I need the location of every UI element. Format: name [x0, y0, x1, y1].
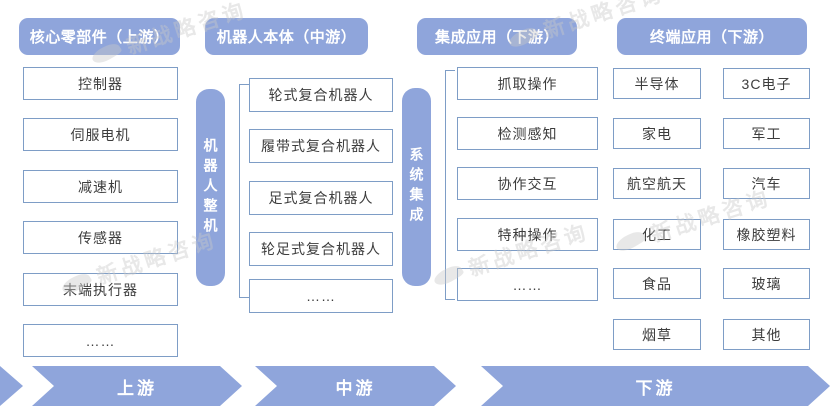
bracket-system-integration: [445, 70, 455, 300]
node-aerospace: 航空航天: [613, 168, 701, 199]
node-servo-motor: 伺服电机: [23, 118, 178, 151]
node-legged-composite-robot: 足式复合机器人: [249, 181, 393, 215]
node-sensor: 传感器: [23, 221, 178, 254]
node-food: 食品: [613, 268, 701, 299]
node-others: 其他: [723, 319, 810, 350]
node-military: 军工: [723, 118, 810, 149]
node-controller: 控制器: [23, 67, 178, 100]
node-grasping-operation: 抓取操作: [457, 67, 598, 100]
node-tobacco: 烟草: [613, 319, 701, 350]
side-label-robot-complete-machine: 机器人整机: [196, 89, 225, 286]
flow-segment-upstream: 上游: [32, 366, 242, 406]
node-end-effector: 末端执行器: [23, 273, 178, 306]
node-detection-perception: 检测感知: [457, 117, 598, 150]
node-tracked-composite-robot: 履带式复合机器人: [249, 129, 393, 163]
node-more-components: ……: [23, 324, 178, 357]
bracket-robot-body: [239, 84, 249, 298]
node-semiconductor: 半导体: [613, 68, 701, 99]
header-core-components-upstream: 核心零部件（上游）: [19, 18, 180, 55]
node-chemical: 化工: [613, 219, 701, 250]
flow-segment-midstream: 中游: [255, 366, 456, 406]
header-terminal-apps-downstream: 终端应用（下游）: [617, 18, 807, 55]
side-label-system-integration: 系统集成: [402, 88, 431, 286]
node-special-operation: 特种操作: [457, 218, 598, 251]
node-collaborative-interaction: 协作交互: [457, 167, 598, 200]
node-more-integration: ……: [457, 268, 598, 301]
header-integrated-apps-downstream: 集成应用（下游）: [417, 18, 577, 55]
node-automotive: 汽车: [723, 168, 810, 199]
flow-segment-downstream: 下游: [481, 366, 830, 406]
node-3c-electronics: 3C电子: [723, 68, 810, 99]
node-rubber-plastics: 橡胶塑料: [723, 219, 810, 250]
node-glass: 玻璃: [723, 268, 810, 299]
flow-arrow-start: [0, 366, 23, 406]
header-robot-body-midstream: 机器人本体（中游）: [205, 18, 368, 55]
node-home-appliances: 家电: [613, 118, 701, 149]
node-wheel-legged-composite-robot: 轮足式复合机器人: [249, 232, 393, 266]
node-speed-reducer: 减速机: [23, 170, 178, 203]
node-more-robots: ……: [249, 279, 393, 313]
node-wheeled-composite-robot: 轮式复合机器人: [249, 78, 393, 112]
